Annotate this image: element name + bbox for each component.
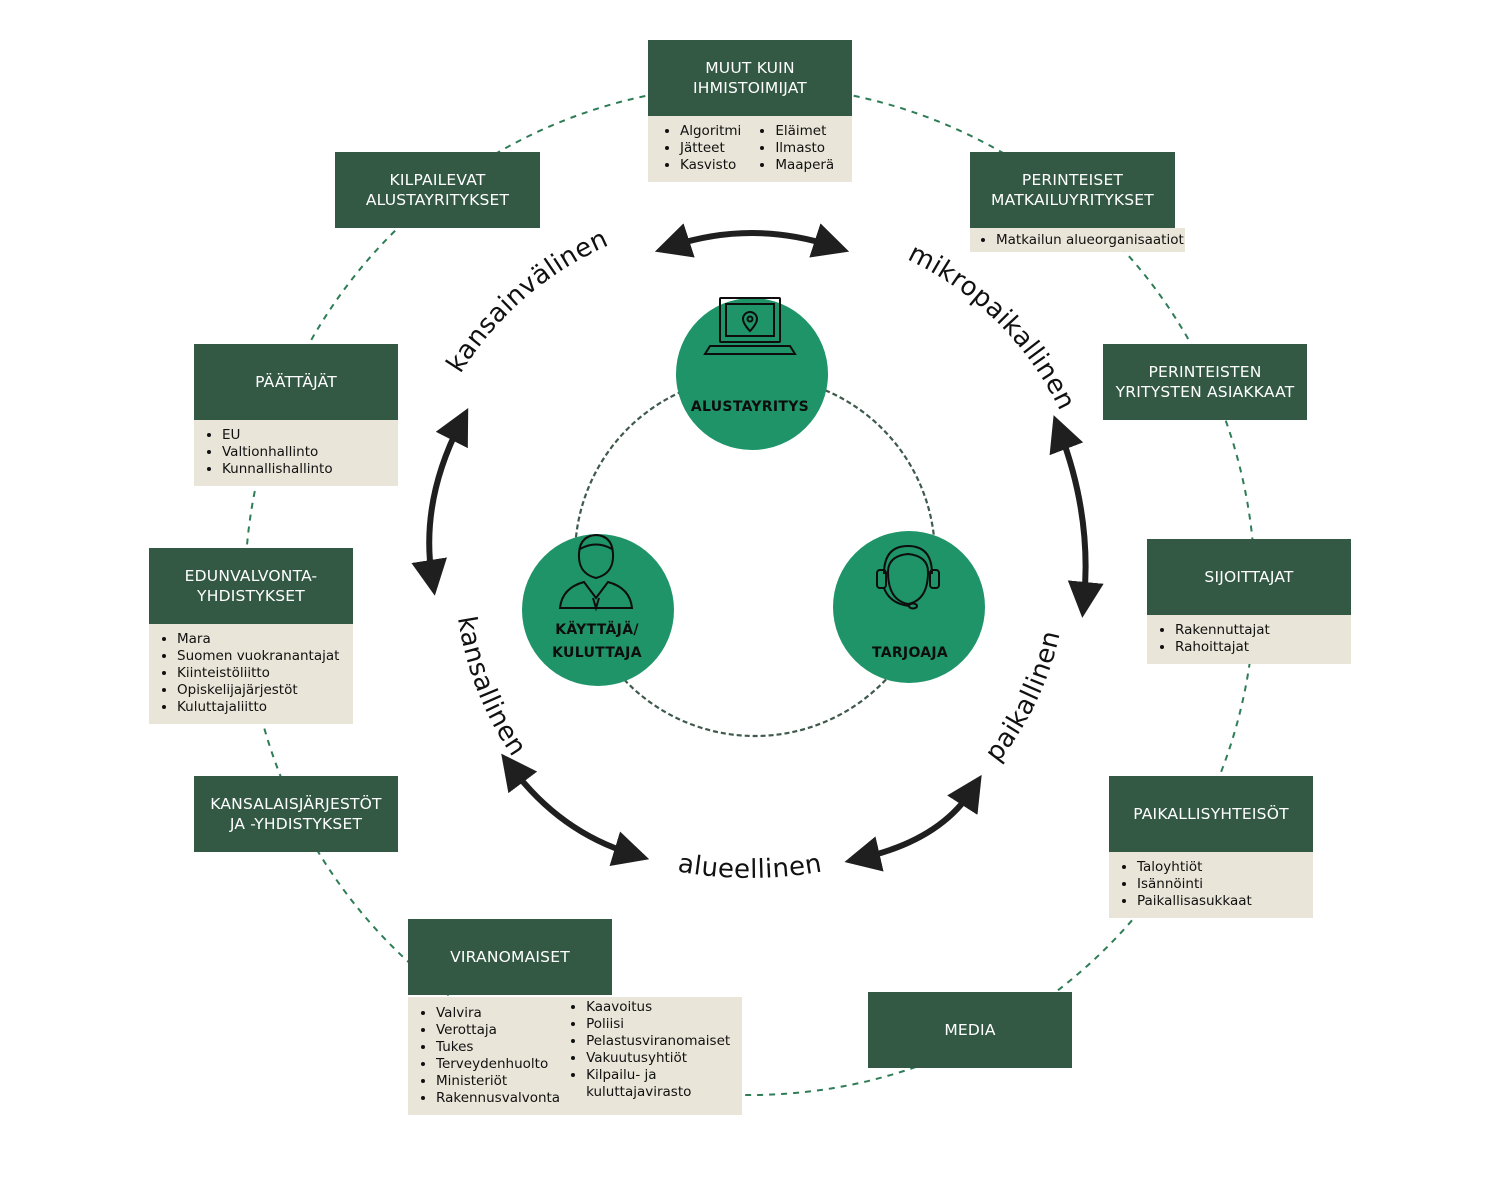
list-item: Rahoittajat — [1175, 639, 1270, 656]
box-title: PERINTEISET MATKAILUYRITYKSET — [970, 152, 1175, 228]
box-title: MEDIA — [868, 992, 1072, 1068]
list-item: Poliisi — [586, 1016, 730, 1033]
list-item: Suomen vuokranantajat — [177, 648, 339, 665]
list-item: Paikallisasukkaat — [1137, 893, 1252, 910]
list-item: Jätteet — [680, 140, 741, 157]
box-list: Matkailun alueorganisaatiot — [970, 228, 1185, 252]
list-item: Terveydenhuolto — [436, 1056, 560, 1073]
list-item: Ministeriöt — [436, 1073, 560, 1090]
list-item: Vakuutusyhtiöt — [586, 1050, 730, 1067]
user-person-icon — [558, 533, 634, 612]
box-perinteisten-yritysten-asiakkaat: PERINTEISTEN YRITYSTEN ASIAKKAAT — [1103, 344, 1307, 420]
box-viranomaiset: VIRANOMAISET Valvira Verottaja Tukes Ter… — [408, 919, 742, 1115]
list-item: Kilpailu- ja kuluttajavirasto — [586, 1067, 730, 1101]
box-edunvalvontayhdistykset: EDUNVALVONTA- YHDISTYKSET Mara Suomen vu… — [149, 548, 353, 724]
box-title: EDUNVALVONTA- YHDISTYKSET — [149, 548, 353, 624]
arrow-right — [1049, 415, 1104, 618]
list-item: Valvira — [436, 1005, 560, 1022]
arrow-left — [411, 407, 469, 596]
box-media: MEDIA — [868, 992, 1072, 1068]
box-perinteiset-matkailuyritykset: PERINTEISET MATKAILUYRITYKSET Matkailun … — [970, 152, 1185, 252]
list-col-2: Eläimet Ilmasto Maaperä — [741, 123, 834, 174]
list-item: Mara — [177, 631, 339, 648]
box-paikallisyhteisot: PAIKALLISYHTEISÖT Taloyhtiöt Isännöinti … — [1109, 776, 1313, 918]
arrow-bottom-right — [844, 774, 982, 872]
box-title: PAIKALLISYHTEISÖT — [1109, 776, 1313, 852]
list-item: Kuluttajaliitto — [177, 699, 339, 716]
box-kansalaisjarjestot: KANSALAISJÄRJESTÖT JA -YHDISTYKSET — [194, 776, 398, 852]
list-item: Rakennusvalvonta — [436, 1090, 560, 1107]
box-muut-kuin-ihmistoimijat: MUUT KUIN IHMISTOIMIJAT Algoritmi Jättee… — [648, 40, 852, 182]
hub-provider-label: TARJOAJA — [872, 645, 948, 661]
box-list: Mara Suomen vuokranantajat Kiinteistölii… — [149, 624, 353, 724]
hub-platform: ALUSTAYRITYS — [676, 297, 828, 450]
list-item: Kiinteistöliitto — [177, 665, 339, 682]
hub-user: KÄYTTÄJÄ/ KULUTTAJA — [522, 533, 674, 686]
box-title: PÄÄTTÄJÄT — [194, 344, 398, 420]
laptop-location-icon — [703, 297, 797, 355]
label-kansallinen: kansallinen — [451, 614, 532, 762]
list-item: Kasvisto — [680, 157, 741, 174]
box-list: Algoritmi Jätteet Kasvisto Eläimet Ilmas… — [648, 116, 852, 182]
list-col-1: Mara Suomen vuokranantajat Kiinteistölii… — [149, 631, 339, 716]
list-col-1: Valvira Verottaja Tukes Terveydenhuolto … — [408, 999, 560, 1107]
list-item: Pelastusviranomaiset — [586, 1033, 730, 1050]
list-item: Kunnallishallinto — [222, 461, 333, 478]
box-title: KILPAILEVAT ALUSTAYRITYKSET — [335, 152, 540, 228]
box-title: SIJOITTAJAT — [1147, 539, 1351, 615]
list-item: Ilmasto — [775, 140, 834, 157]
hub-platform-label: ALUSTAYRITYS — [691, 399, 809, 415]
box-list: Rakennuttajat Rahoittajat — [1147, 615, 1351, 664]
box-list: EU Valtionhallinto Kunnallishallinto — [194, 420, 398, 486]
list-item: Tukes — [436, 1039, 560, 1056]
list-item: Taloyhtiöt — [1137, 859, 1252, 876]
box-list: Valvira Verottaja Tukes Terveydenhuolto … — [408, 997, 742, 1115]
list-col-1: Matkailun alueorganisaatiot — [970, 232, 1184, 249]
headset-agent-icon — [876, 544, 940, 610]
list-item: Valtionhallinto — [222, 444, 333, 461]
box-title: VIRANOMAISET — [408, 919, 612, 995]
label-alueellinen: alueellinen — [676, 849, 824, 885]
box-kilpailevat-alustayritykset: KILPAILEVAT ALUSTAYRITYKSET — [335, 152, 540, 228]
arrow-bottom-left — [501, 753, 650, 866]
label-mikropaikallinen: mikropaikallinen — [903, 238, 1081, 414]
list-item: Matkailun alueorganisaatiot — [996, 232, 1184, 249]
box-list: Taloyhtiöt Isännöinti Paikallisasukkaat — [1109, 852, 1313, 918]
list-item: Eläimet — [775, 123, 834, 140]
list-col-1: Algoritmi Jätteet Kasvisto — [650, 123, 741, 174]
list-item: Verottaja — [436, 1022, 560, 1039]
box-title: PERINTEISTEN YRITYSTEN ASIAKKAAT — [1103, 344, 1307, 420]
list-item: Opiskelijajärjestöt — [177, 682, 339, 699]
list-col-2: Kaavoitus Poliisi Pelastusviranomaiset V… — [560, 999, 730, 1107]
list-item: Maaperä — [775, 157, 834, 174]
list-col-1: Rakennuttajat Rahoittajat — [1147, 622, 1270, 656]
list-col-1: Taloyhtiöt Isännöinti Paikallisasukkaat — [1109, 859, 1252, 910]
box-paattajat: PÄÄTTÄJÄT EU Valtionhallinto Kunnallisha… — [194, 344, 398, 486]
arrow-top — [654, 223, 850, 258]
list-item: Rakennuttajat — [1175, 622, 1270, 639]
box-title: MUUT KUIN IHMISTOIMIJAT — [648, 40, 852, 116]
list-item: Algoritmi — [680, 123, 741, 140]
list-item: EU — [222, 427, 333, 444]
hub-user-label-2: KULUTTAJA — [552, 645, 642, 661]
list-col-1: EU Valtionhallinto Kunnallishallinto — [194, 427, 333, 478]
list-item: Kaavoitus — [586, 999, 730, 1016]
hub-provider: TARJOAJA — [833, 531, 985, 683]
hub-user-label-1: KÄYTTÄJÄ/ — [555, 621, 639, 638]
box-sijoittajat: SIJOITTAJAT Rakennuttajat Rahoittajat — [1147, 539, 1351, 664]
list-item: Isännöinti — [1137, 876, 1252, 893]
ring-arrows — [411, 223, 1104, 872]
label-kansainvalinen: kansainvälinen — [441, 224, 613, 378]
label-paikallinen: paikallinen — [979, 628, 1066, 768]
box-title: KANSALAISJÄRJESTÖT JA -YHDISTYKSET — [194, 776, 398, 852]
